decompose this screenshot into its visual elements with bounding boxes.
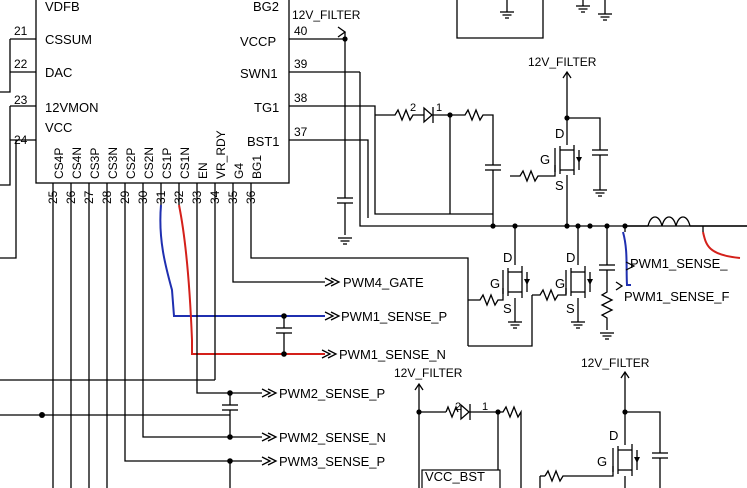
pin-name-bg1: BG1 bbox=[250, 155, 264, 179]
pin-name-vcc: VCC bbox=[45, 120, 72, 135]
low-side-mosfet-2: D G S bbox=[468, 223, 615, 347]
pin-num-40: 40 bbox=[294, 24, 308, 38]
ls2-gate-label: G bbox=[555, 276, 565, 291]
diode-pin-2-top: 2 bbox=[410, 102, 416, 114]
pin-name-cs3p: CS3P bbox=[88, 148, 102, 179]
vccp-bootstrap: 12V_FILTER 2 1 bbox=[292, 8, 747, 245]
net-12v-filter-hs: 12V_FILTER bbox=[528, 55, 597, 69]
phase2-high-side-mosfet: 12V_FILTER D G bbox=[539, 356, 668, 488]
ic-left-pins: 21 22 23 24 VDFB CSSUM DAC 12VMON VCC bbox=[10, 0, 98, 147]
net-pwm3-sense-p: PWM3_SENSE_P bbox=[279, 454, 385, 469]
ic-bottom-pins: CS4P CS4N CS3P CS3N CS2P CS2N CS1P CS1N … bbox=[46, 130, 264, 205]
pin-name-cs1n: CS1N bbox=[178, 147, 192, 179]
ls2-drain-label: D bbox=[566, 250, 575, 265]
pin-name-bst1: BST1 bbox=[247, 134, 280, 149]
pin-num-37: 37 bbox=[294, 125, 308, 139]
net-pwm1-sense-n: PWM1_SENSE_N bbox=[339, 347, 446, 362]
net-12v-filter-hs2: 12V_FILTER bbox=[581, 356, 650, 370]
pin-name-cs4n: CS4N bbox=[70, 147, 84, 179]
pin-num-35: 35 bbox=[226, 190, 240, 204]
sense-wiring bbox=[52, 204, 469, 488]
pin-num-28: 28 bbox=[100, 190, 114, 204]
net-12v-filter-phase2: 12V_FILTER bbox=[394, 366, 463, 380]
pin-num-21: 21 bbox=[14, 24, 28, 38]
ls1-gate-label: G bbox=[490, 276, 500, 291]
controller-ic: 21 22 23 24 VDFB CSSUM DAC 12VMON VCC BG… bbox=[10, 0, 360, 205]
pin-num-39: 39 bbox=[294, 57, 308, 71]
net-pwm1-sense-p: PWM1_SENSE_P bbox=[341, 309, 447, 324]
low-side-mosfet-1: D G S bbox=[468, 223, 530, 329]
pin-name-cs1p: CS1P bbox=[160, 148, 174, 179]
pin-name-en: EN bbox=[196, 162, 210, 179]
pin-name-cs3n: CS3N bbox=[106, 147, 120, 179]
phase2-bootstrap: 12V_FILTER 2 1 VCC_BST bbox=[394, 366, 522, 488]
pin-num-34: 34 bbox=[208, 190, 222, 204]
high-side-mosfet: 12V_FILTER D G S bbox=[490, 55, 608, 229]
net-pwm1-sense-right-top: PWM1_SENSE_ bbox=[630, 256, 728, 271]
pin-num-30: 30 bbox=[136, 190, 150, 204]
pin-name-dac: DAC bbox=[45, 65, 72, 80]
net-vcc-bst: VCC_BST bbox=[425, 469, 485, 484]
pin-name-cssum: CSSUM bbox=[45, 32, 92, 47]
hs-source-label: S bbox=[555, 178, 564, 193]
pin-name-vccp: VCCP bbox=[240, 34, 276, 49]
diode-pin-1-bottom: 1 bbox=[482, 401, 488, 413]
pin-name-swn1: SWN1 bbox=[240, 66, 278, 81]
pin-name-12vmon: 12VMON bbox=[45, 100, 98, 115]
diode-pin-1-top: 1 bbox=[436, 102, 442, 114]
hs-drain-label: D bbox=[555, 126, 564, 141]
pin-num-25: 25 bbox=[46, 190, 60, 204]
net-pwm2-sense-n: PWM2_SENSE_N bbox=[279, 430, 386, 445]
pin-name-cs2n: CS2N bbox=[142, 147, 156, 179]
pin-num-24: 24 bbox=[14, 133, 28, 147]
hs2-gate-label: G bbox=[597, 454, 607, 469]
hs2-drain-label: D bbox=[609, 428, 618, 443]
pin-num-22: 22 bbox=[14, 57, 28, 71]
hs-gate-label: G bbox=[540, 152, 550, 167]
ls1-source-label: S bbox=[503, 301, 512, 316]
switch-node-inductor: PWM1_SENSE_ PWM1_SENSE_F bbox=[587, 216, 747, 304]
pin-num-23: 23 bbox=[14, 93, 28, 107]
net-labels: PWM4_GATE PWM1_SENSE_P PWM1_SENSE_N PWM2… bbox=[261, 275, 447, 469]
pin-num-31: 31 bbox=[154, 190, 168, 204]
net-pwm2-sense-p: PWM2_SENSE_P bbox=[279, 386, 385, 401]
pin-num-32: 32 bbox=[172, 190, 186, 204]
pin-num-26: 26 bbox=[64, 190, 78, 204]
net-pwm1-sense-right-bottom: PWM1_SENSE_F bbox=[624, 289, 730, 304]
pin-num-38: 38 bbox=[294, 91, 308, 105]
diode-pin-2-bottom: 2 bbox=[455, 401, 461, 413]
pin-num-33: 33 bbox=[190, 190, 204, 204]
pin-name-cs2p: CS2P bbox=[124, 148, 138, 179]
ls1-drain-label: D bbox=[503, 250, 512, 265]
ls2-source-label: S bbox=[566, 301, 575, 316]
pin-num-27: 27 bbox=[82, 190, 96, 204]
pin-name-vr-rdy: VR_RDY bbox=[214, 130, 228, 179]
net-pwm4-gate: PWM4_GATE bbox=[343, 275, 424, 290]
pin-num-36: 36 bbox=[244, 190, 258, 204]
pin-name-vdfb: VDFB bbox=[45, 0, 80, 14]
pin-name-bg2: BG2 bbox=[253, 0, 279, 14]
pin-name-tg1: TG1 bbox=[254, 100, 279, 115]
ic-right-pins: BG2 VCCP SWN1 TG1 BST1 40 39 38 37 bbox=[240, 0, 360, 149]
top-right-fragments bbox=[456, 0, 613, 39]
net-12v-filter-top: 12V_FILTER bbox=[292, 8, 361, 22]
pin-name-cs4p: CS4P bbox=[52, 148, 66, 179]
pin-num-29: 29 bbox=[118, 190, 132, 204]
pin-name-g4: G4 bbox=[232, 163, 246, 179]
